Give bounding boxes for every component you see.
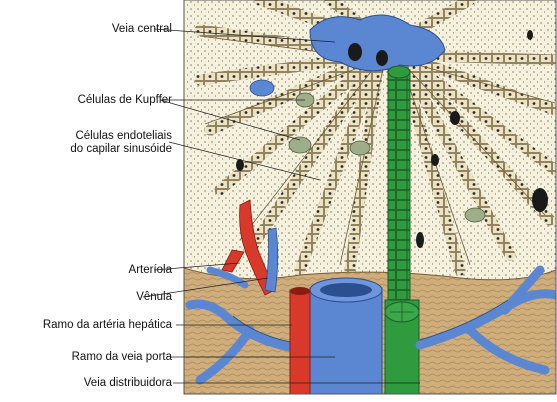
- label-hepatic-artery-branch: Ramo da artéria hepática: [42, 319, 172, 331]
- label-endothelial-line2: do capilar sinusóide: [70, 143, 172, 155]
- label-kupffer-cells: Células de Kupffer: [77, 94, 172, 106]
- label-distributing-vein: Veia distribuidora: [83, 377, 172, 389]
- label-portal-vein-branch: Ramo da veia porta: [71, 351, 172, 363]
- label-endothelial-cells: Células endoteliais do capilar sinusóide: [70, 130, 172, 156]
- label-central-vein: Veia central: [111, 23, 172, 35]
- label-arteriole: Arteríola: [128, 264, 172, 276]
- label-endothelial-line1: Células endoteliais: [75, 130, 172, 142]
